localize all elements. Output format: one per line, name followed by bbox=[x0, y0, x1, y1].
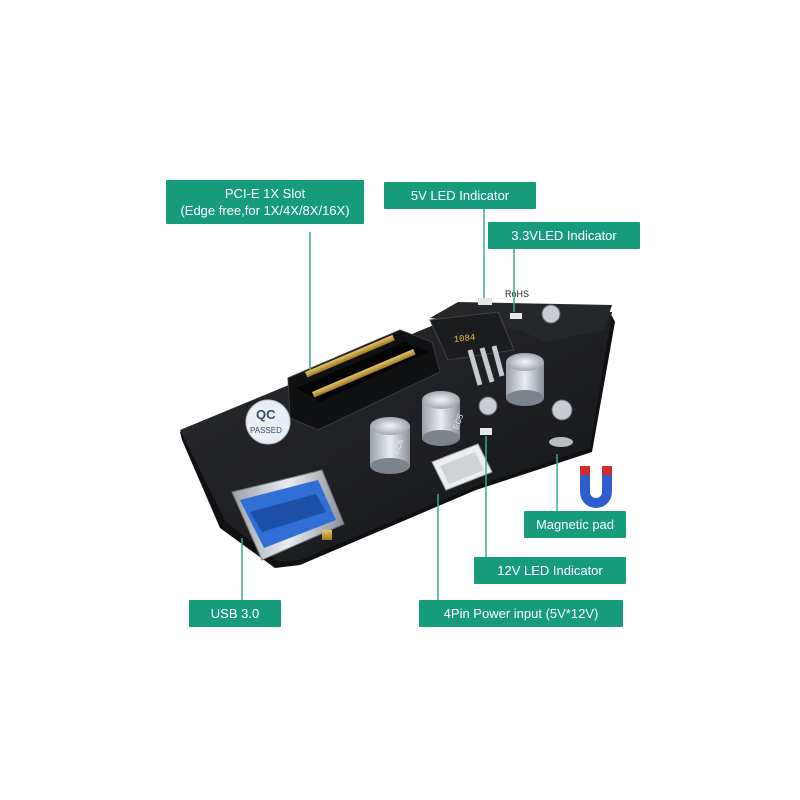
callout-12v-led: 12V LED Indicator bbox=[474, 557, 626, 584]
voltage-regulator: 1084 bbox=[429, 311, 515, 386]
svg-text:QC: QC bbox=[256, 407, 276, 422]
usb3-port bbox=[231, 469, 345, 561]
screw-top bbox=[541, 304, 561, 324]
capacitor-ec5: EC5 bbox=[422, 391, 465, 446]
callout-pcie-slot: PCI-E 1X Slot (Edge free,for 1X/4X/8X/16… bbox=[166, 180, 364, 224]
power-connector bbox=[431, 443, 493, 491]
callout-pcie-slot-line2: (Edge free,for 1X/4X/8X/16X) bbox=[180, 203, 350, 218]
led-12v bbox=[480, 428, 492, 435]
callout-lines bbox=[241, 206, 558, 600]
magnetic-pad bbox=[549, 437, 573, 447]
callout-33v-led: 3.3VLED Indicator bbox=[488, 222, 640, 249]
qc-passed-sticker: QC PASSED bbox=[245, 399, 291, 445]
callout-magnetic-pad: Magnetic pad bbox=[524, 511, 626, 538]
callout-usb30: USB 3.0 bbox=[189, 600, 281, 627]
callout-5v-led: 5V LED Indicator bbox=[384, 182, 536, 209]
rohs-mark: RoHS bbox=[502, 286, 536, 300]
svg-text:PASSED: PASSED bbox=[250, 426, 282, 435]
screw-right bbox=[551, 399, 573, 421]
magnet-icon bbox=[580, 466, 612, 508]
capacitor-ec6: EC6 bbox=[370, 417, 410, 474]
capacitor-ec3 bbox=[506, 353, 544, 406]
callout-pcie-slot-line1: PCI-E 1X Slot bbox=[224, 186, 306, 201]
led-5v bbox=[478, 298, 492, 305]
screw-left bbox=[478, 396, 498, 416]
slot-gold-pins bbox=[305, 334, 416, 398]
led-33v bbox=[510, 313, 522, 319]
regulator-marking: 1084 bbox=[453, 333, 476, 345]
callout-power-input: 4Pin Power input (5V*12V) bbox=[419, 600, 623, 627]
svg-text:RoHS: RoHS bbox=[505, 289, 529, 299]
